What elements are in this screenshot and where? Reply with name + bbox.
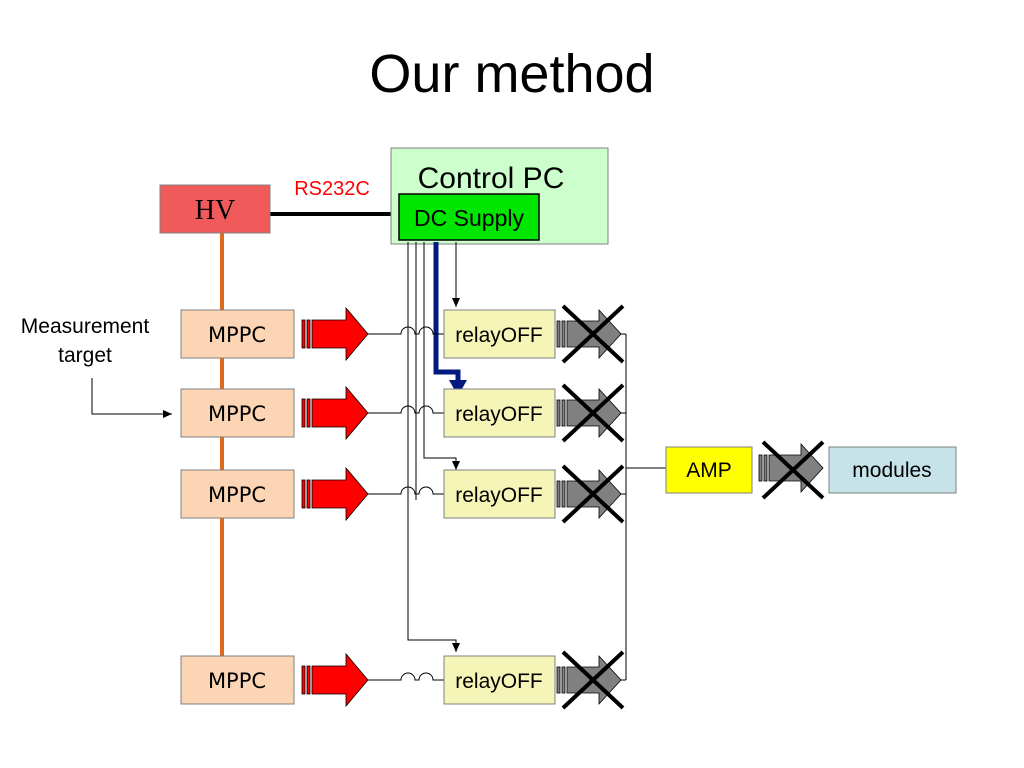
relay-box: relayOFF xyxy=(443,309,556,359)
relay-box: relayOFF xyxy=(443,388,556,438)
channel-row-2: MPPC relayOFF xyxy=(180,383,625,443)
mppc-box: MPPC xyxy=(180,655,295,705)
relay-box: relayOFF xyxy=(443,655,556,705)
dc-supply-box: DC Supply xyxy=(398,193,540,241)
dc-wires xyxy=(407,242,460,652)
signal-line xyxy=(368,672,444,681)
amp-label: AMP xyxy=(686,459,732,482)
signal-arrow xyxy=(301,385,369,441)
mppc-label: MPPC xyxy=(208,483,266,507)
signal-arrow xyxy=(301,306,369,362)
signal-line xyxy=(368,486,444,495)
amp-disconnected-cross xyxy=(761,440,825,500)
relay-label: relayOFF xyxy=(455,484,543,507)
mppc-label: MPPC xyxy=(208,669,266,693)
dc-active-path-head xyxy=(449,380,467,396)
modules-label: modules xyxy=(852,459,931,482)
modules-box: modules xyxy=(828,446,957,494)
measurement-target-line1: Measurement xyxy=(21,315,150,338)
relay-label: relayOFF xyxy=(455,403,543,426)
disconnected-cross xyxy=(561,464,625,524)
hv-box: HV xyxy=(159,184,271,234)
mppc-label: MPPC xyxy=(208,323,266,347)
hv-label: HV xyxy=(195,195,235,226)
signal-arrow xyxy=(301,652,369,708)
relay-label: relayOFF xyxy=(455,670,543,693)
control-pc-label: Control PC xyxy=(418,162,565,195)
dc-active-path xyxy=(433,242,461,384)
mppc-box: MPPC xyxy=(180,388,295,438)
disconnected-cross xyxy=(561,650,625,710)
channel-row-4: MPPC relayOFF xyxy=(180,650,625,710)
amp-box: AMP xyxy=(665,446,753,494)
relay-box: relayOFF xyxy=(443,469,556,519)
mppc-box: MPPC xyxy=(180,469,295,519)
channel-row-1: MPPC relayOFF xyxy=(180,304,625,364)
mppc-box: MPPC xyxy=(180,309,295,359)
disconnected-cross xyxy=(561,383,625,443)
measurement-target-line2: target xyxy=(58,344,112,367)
mppc-label: MPPC xyxy=(208,402,266,426)
signal-line xyxy=(368,405,444,414)
signal-arrow xyxy=(301,466,369,522)
page-title: Our method xyxy=(369,44,654,104)
disconnected-cross xyxy=(561,304,625,364)
output-bus xyxy=(618,333,666,681)
signal-line xyxy=(368,326,444,335)
relay-label: relayOFF xyxy=(455,324,543,347)
rs232c-label: RS232C xyxy=(294,178,370,200)
dc-supply-label: DC Supply xyxy=(414,205,524,231)
channel-row-3: MPPC relayOFF xyxy=(180,464,625,524)
measurement-target-pointer xyxy=(91,378,172,418)
